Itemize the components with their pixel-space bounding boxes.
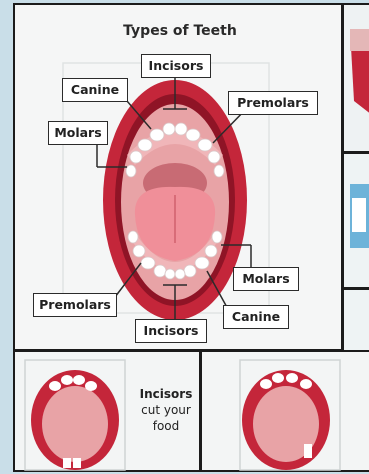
label-premolars-right: Premolars — [228, 91, 318, 115]
caption-line1: cut your — [131, 402, 201, 418]
label-molars-right: Molars — [233, 267, 299, 291]
right-panel-middle — [342, 152, 369, 289]
caption-title: Incisors — [131, 386, 201, 402]
second-card — [200, 350, 369, 472]
milk-carton-image — [344, 154, 369, 291]
label-molars-left: Molars — [48, 121, 108, 145]
label-premolars-left: Premolars — [33, 293, 117, 317]
incisors-card: Incisors cut your food — [13, 350, 201, 472]
label-incisors-bottom: Incisors — [135, 319, 207, 343]
right-panel-bottom — [342, 288, 369, 352]
label-canine-right: Canine — [223, 305, 289, 329]
red-brush-image — [344, 5, 369, 155]
caption-line2: food — [131, 418, 201, 434]
right-panel-top — [342, 3, 369, 153]
incisors-caption: Incisors cut your food — [131, 386, 201, 434]
second-mouth-image — [202, 352, 369, 474]
label-canine-left: Canine — [62, 78, 128, 102]
teeth-diagram-panel: Types of Teeth — [13, 3, 343, 351]
label-incisors-top: Incisors — [141, 54, 211, 78]
